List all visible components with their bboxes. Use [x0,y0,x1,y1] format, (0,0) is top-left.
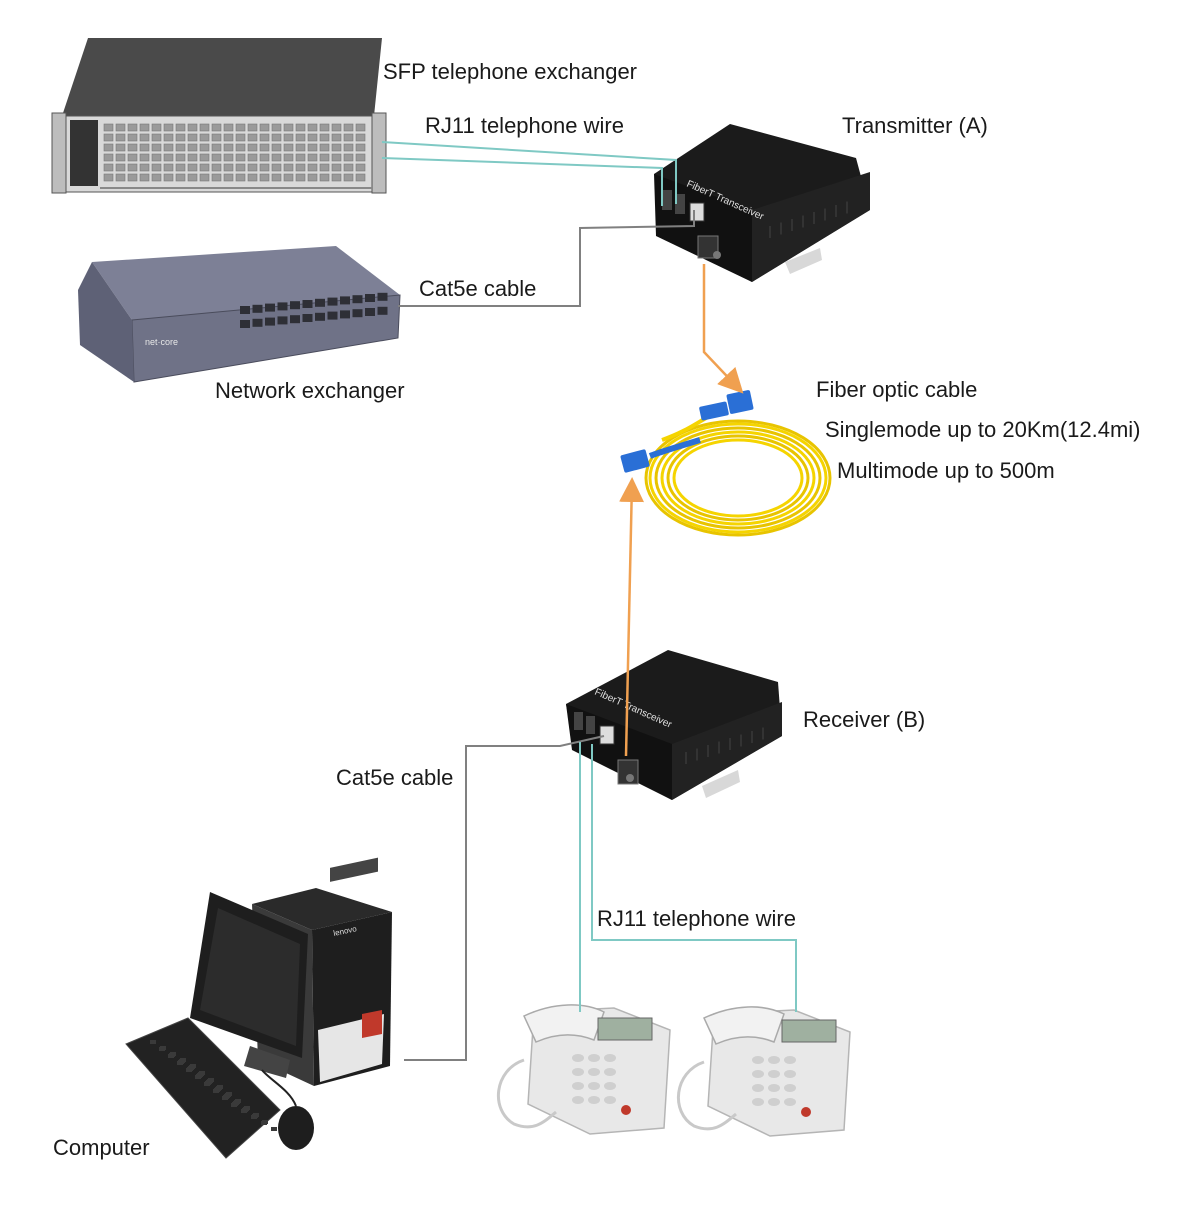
telephone-2-icon [677,1006,851,1137]
label-multimode: Multimode up to 500m [837,458,1055,483]
network-switch-icon: net·core [78,246,401,383]
label-computer: Computer [53,1135,150,1160]
desktop-computer-icon: lenovo [125,857,392,1159]
rj11-wire-top-2 [381,157,663,206]
label-network-exchanger: Network exchanger [215,378,405,403]
cat5e-cable-top [398,210,695,307]
fiber-arrow-top [702,264,744,394]
rj11-wire-bottom-2 [591,744,797,1012]
label-fiber-optic-cable: Fiber optic cable [816,377,978,402]
label-receiver: Receiver (B) [803,707,926,732]
label-rj11-wire-top: RJ11 telephone wire [425,113,624,138]
telephone-1-icon [497,1004,671,1135]
label-transmitter: Transmitter (A) [842,113,988,138]
label-sfp-telephone-exchanger: SFP telephone exchanger [383,59,637,84]
sfp-telephone-exchanger-icon [51,38,387,194]
label-cat5e-top: Cat5e cable [419,276,537,301]
label-rj11-wire-bottom: RJ11 telephone wire [597,906,796,931]
fiber-arrow-bottom [619,477,645,757]
switch-brand-text: net·core [145,337,178,347]
rj11-wire-top-1 [381,141,677,204]
transmitter-a-icon: FiberT Transceiver [654,124,870,282]
label-cat5e-bottom: Cat5e cable [336,765,454,790]
cat5e-cable-bottom [404,735,605,1061]
fiber-optic-cable-coil-icon [620,390,832,537]
label-singlemode: Singlemode up to 20Km(12.4mi) [825,417,1141,442]
receiver-b-icon: FiberT Transceiver [566,650,782,800]
